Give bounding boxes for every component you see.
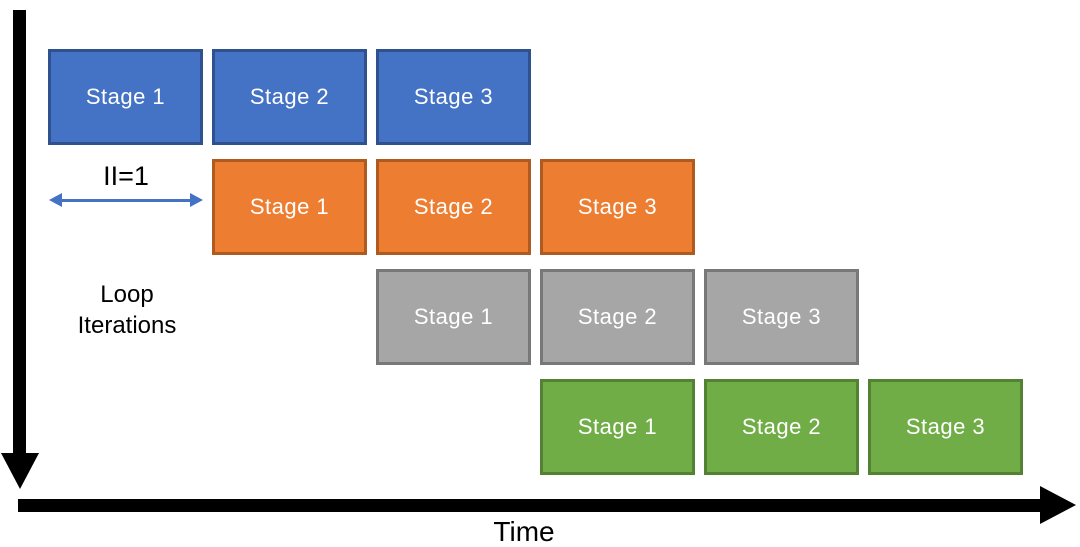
y-axis-arrowhead — [1, 453, 39, 489]
ii-arrowhead-right — [190, 193, 203, 207]
x-axis-arrowhead — [1040, 486, 1076, 524]
stage-box-iter1-stage3: Stage 3 — [376, 49, 531, 145]
stage-box-iter4-stage1: Stage 1 — [540, 379, 695, 475]
stage-box-iter3-stage1: Stage 1 — [376, 269, 531, 365]
stage-box-iter3-stage2: Stage 2 — [540, 269, 695, 365]
ii-arrowhead-left — [49, 193, 62, 207]
stage-box-iter4-stage3: Stage 3 — [868, 379, 1023, 475]
stage-box-iter2-stage3: Stage 3 — [540, 159, 695, 255]
stage-box-iter4-stage2: Stage 2 — [704, 379, 859, 475]
stage-box-iter2-stage1: Stage 1 — [212, 159, 367, 255]
x-axis-label: Time — [493, 516, 555, 547]
y-axis-label-line1: Loop — [100, 281, 154, 308]
stage-box-iter3-stage3: Stage 3 — [704, 269, 859, 365]
y-axis-line — [13, 10, 26, 453]
x-axis-line — [18, 499, 1042, 512]
initiation-interval-arrow — [49, 193, 203, 208]
ii-arrow-shaft — [58, 199, 194, 202]
y-axis-label: Loop Iterations — [47, 279, 207, 341]
stage-box-iter2-stage2: Stage 2 — [376, 159, 531, 255]
stage-box-iter1-stage1: Stage 1 — [48, 49, 203, 145]
initiation-interval-label: II=1 — [103, 161, 149, 191]
stage-box-iter1-stage2: Stage 2 — [212, 49, 367, 145]
y-axis-label-line2: Iterations — [77, 312, 177, 339]
